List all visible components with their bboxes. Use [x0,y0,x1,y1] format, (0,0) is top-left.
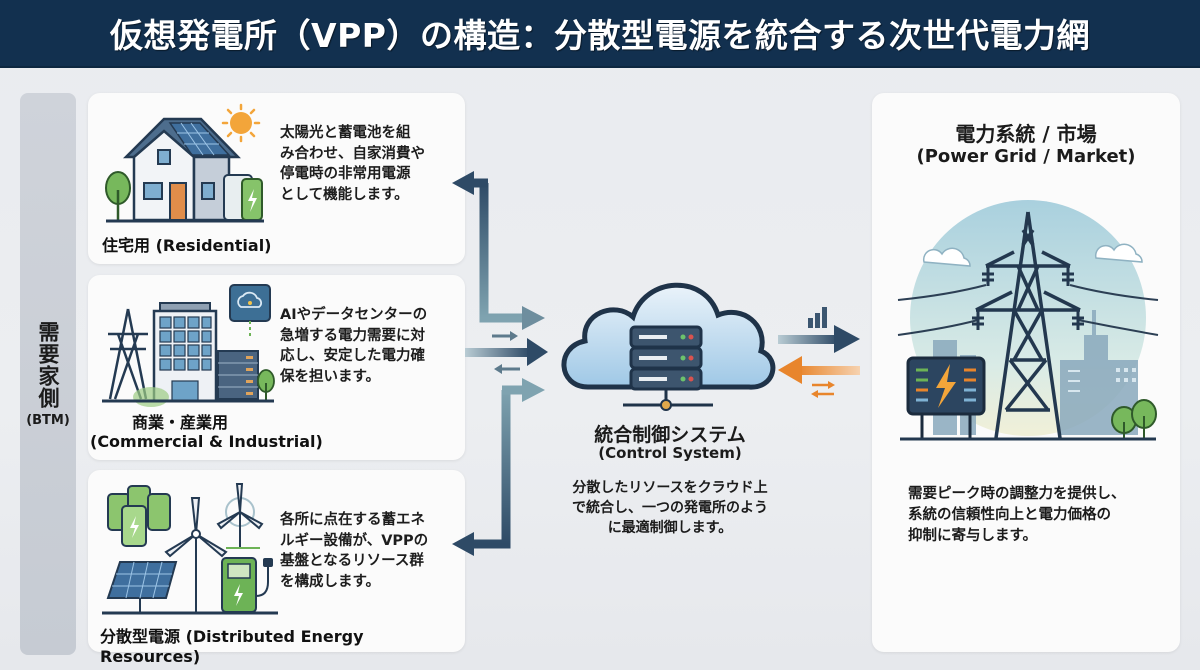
wind-turbine-icon [216,483,264,549]
tree-icon [257,369,275,401]
grid-monitor-panel-icon [906,356,986,438]
residential-label: 住宅用 (Residential) [102,236,272,255]
der-label: 分散型電源 (Distributed Energy Resources) [100,627,364,666]
wind-turbine-large-icon [164,497,228,612]
commercial-description: AIやデータセンターの 急増する電力需要に対 応し、安定した電力確 保を担います… [280,307,428,385]
battery-cluster-icon [107,485,171,547]
bar-chart-mini-icon [808,307,827,328]
commercial-label-en: (Commercial & Industrial) [90,432,323,451]
grid-title: 電力系統 / 市場 [955,122,1097,146]
demand-side-title: 需要家側 [36,320,60,409]
sun-icon [221,103,261,143]
arrow-residential-control [452,171,545,330]
tree-icon [1111,399,1157,438]
ev-charger-icon [221,557,273,613]
server-rack-icon [217,350,259,400]
der-description: 各所に点在する蓄エネ ルギー設備が、VPPの 基盤となるリソース群 を構成します… [280,512,429,590]
arrow-grid-control [778,356,860,398]
commercial-card: AIやデータセンターの 急増する電力需要に対 応し、安定した電力確 保を担います… [88,275,465,460]
commercial-label-ja: 商業・産業用 [132,413,229,432]
demand-side-label: 需要家側 (BTM) [20,93,76,655]
control-system-description: 分散したリソースをクラウド上 で統合し、一つの発電所のよう に最適制御します。 [572,480,768,536]
page-title: 仮想発電所（VPP）の構造：分散型電源を統合する次世代電力網 [110,16,1090,55]
office-datacenter-icon [102,284,275,407]
cloud-server-icon [561,282,776,411]
transmission-tower-icon [975,211,1081,439]
grid-description: 需要ピーク時の調整力を提供し、 系統の信頼性向上と電力価格の 抑制に寄与します。 [908,486,1126,544]
control-system-subtitle: (Control System) [598,444,742,462]
grid-subtitle: (Power Grid / Market) [916,146,1136,167]
der-card: 各所に点在する蓄エネ ルギー設備が、VPPの 基盤となるリソース群 を構成します… [88,470,465,666]
arrow-control-grid [778,307,860,353]
demand-side-subtitle: (BTM) [26,412,70,428]
control-system-title: 統合制御システム [594,424,746,446]
arrow-commercial-control [465,331,548,374]
tree-icon [105,171,131,220]
header-bar: 仮想発電所（VPP）の構造：分散型電源を統合する次世代電力網 [0,0,1200,68]
residential-description: 太陽光と蓄電池を組 み合わせ、自家消費や 停電時の非常用電源 として機能します。 [280,125,425,203]
residential-card: 太陽光と蓄電池を組 み合わせ、自家消費や 停電時の非常用電源 として機能します。… [88,93,465,264]
server-stack-icon [629,325,703,391]
transmission-tower-small-icon [108,308,148,400]
transmission-tower-city-icon [897,200,1159,441]
house-solar-battery-icon [105,103,264,223]
der-wind-solar-ev-icon [102,483,278,615]
solar-panel-icon [106,561,178,612]
home-battery-icon [223,174,263,221]
